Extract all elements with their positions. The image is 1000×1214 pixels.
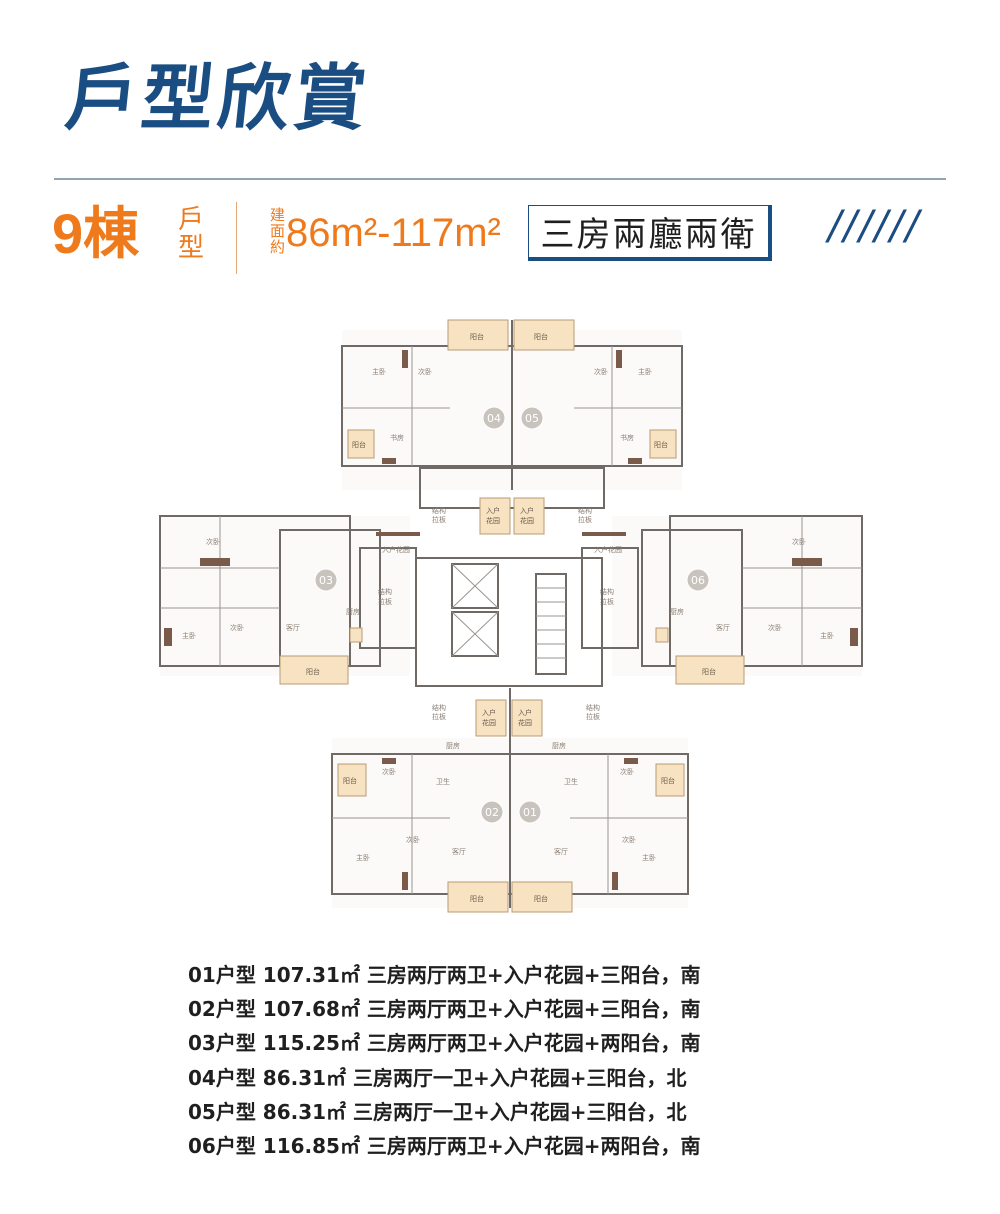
struct-label-b1a: 结构 bbox=[432, 703, 446, 712]
header-separator bbox=[236, 202, 237, 274]
struct-label-r1a: 结构 bbox=[600, 587, 614, 596]
hu-char: 戶 bbox=[178, 205, 205, 235]
unit-label-05: 05 bbox=[525, 412, 539, 425]
living-label-01: 客厅 bbox=[554, 847, 568, 856]
unit-badge-01 bbox=[518, 800, 542, 824]
kitchen-label-06: 厨房 bbox=[670, 607, 684, 616]
struct-label-t2b: 拉板 bbox=[578, 515, 592, 524]
struct-label-b1b: 拉板 bbox=[432, 712, 446, 721]
bath-label-02: 卫生 bbox=[436, 777, 450, 786]
unit-badge-02 bbox=[480, 800, 504, 824]
unit-line-05: 05户型 86.31㎡ 三房两厅一卫+入户花园+三阳台，北 bbox=[188, 1099, 687, 1124]
master-label-06: 主卧 bbox=[820, 631, 834, 640]
master-label-04: 主卧 bbox=[372, 367, 386, 376]
entry-garden-label-01b: 花园 bbox=[518, 718, 532, 727]
wing-top: 阳台 阳台 阳台 阳台 主卧 次卧 次卧 主卧 书房 书房 04 05 入户 花… bbox=[341, 319, 683, 535]
yue-char: 約 bbox=[270, 238, 286, 257]
unit-label-01: 01 bbox=[523, 806, 537, 819]
hu-xing-label: 戶 型 bbox=[178, 206, 204, 262]
living-label-03: 客厅 bbox=[286, 623, 300, 632]
second-label-04: 次卧 bbox=[418, 367, 432, 376]
entry-garden-label-01a: 入户 bbox=[518, 708, 532, 717]
master-label-03: 主卧 bbox=[182, 631, 196, 640]
balcony-label-03: 阳台 bbox=[306, 667, 320, 676]
struct-label-t1b: 拉板 bbox=[432, 515, 446, 524]
struct-label-t2a: 结构 bbox=[578, 506, 592, 515]
wing-right: 阳台 次卧 次卧 主卧 客厅 厨房 06 结构 拉板 入户花园 bbox=[581, 515, 863, 685]
unit-badge-05 bbox=[520, 406, 544, 430]
unit-description-list: 01户型 107.31㎡ 三房两厅两卫+入户花园+三阳台，南 02户型 107.… bbox=[188, 958, 700, 1163]
second-label-03b: 次卧 bbox=[230, 623, 244, 632]
balcony-label-02a: 阳台 bbox=[343, 776, 357, 785]
balcony-label-02b: 阳台 bbox=[470, 894, 484, 903]
unit-badge-06 bbox=[686, 568, 710, 592]
second-label-01: 次卧 bbox=[620, 767, 634, 776]
xing-char: 型 bbox=[178, 233, 205, 264]
second-label-06a: 次卧 bbox=[792, 537, 806, 546]
balcony-label-05b: 阳台 bbox=[654, 440, 668, 449]
second-label-03a: 次卧 bbox=[206, 537, 220, 546]
balcony-label-05: 阳台 bbox=[534, 332, 548, 341]
living-label-02: 客厅 bbox=[452, 847, 466, 856]
entry-garden-label-04b: 花园 bbox=[486, 516, 500, 525]
unit-line-04: 04户型 86.31㎡ 三房两厅一卫+入户花园+三阳台，北 bbox=[188, 1065, 687, 1090]
balcony-label-01b: 阳台 bbox=[534, 894, 548, 903]
unit-line-01: 01户型 107.31㎡ 三房两厅两卫+入户花园+三阳台，南 bbox=[188, 963, 701, 987]
entry-garden-label-06: 入户花园 bbox=[594, 545, 622, 554]
second-label-05: 次卧 bbox=[594, 367, 608, 376]
bath-label-01: 卫生 bbox=[564, 777, 578, 786]
unit-label-06: 06 bbox=[691, 574, 705, 587]
entry-garden-label-02a: 入户 bbox=[482, 708, 496, 717]
entry-garden-label-05b: 花园 bbox=[520, 516, 534, 525]
struct-label-l1b: 拉板 bbox=[378, 597, 392, 606]
area-range: 86m²-117m² bbox=[286, 211, 501, 255]
balcony-label-01a: 阳台 bbox=[661, 776, 675, 785]
mian-char: 面 bbox=[270, 222, 286, 241]
master-label-05: 主卧 bbox=[638, 367, 652, 376]
unit-label-04: 04 bbox=[487, 412, 501, 425]
entry-garden-label-03: 入户花园 bbox=[382, 545, 410, 554]
master-label-02: 主卧 bbox=[356, 853, 370, 862]
entry-garden-label-05a: 入户 bbox=[520, 506, 534, 515]
second-label-06b: 次卧 bbox=[768, 623, 782, 632]
kitchen-label-02: 厨房 bbox=[446, 741, 460, 750]
building-number: 9棟 bbox=[52, 202, 140, 265]
unit-line-03: 03户型 115.25㎡ 三房两厅两卫+入户花园+两阳台，南 bbox=[188, 1031, 701, 1056]
second-label-01b: 次卧 bbox=[622, 835, 636, 844]
second-label-02b: 次卧 bbox=[406, 835, 420, 844]
unit-badge-04 bbox=[482, 406, 506, 430]
title-divider bbox=[54, 178, 946, 180]
struct-label-r1b: 拉板 bbox=[600, 597, 614, 606]
floor-plan: .w { fill: none; stroke: #6f6a66; stroke… bbox=[159, 319, 863, 913]
unit-label-03: 03 bbox=[319, 574, 333, 587]
core bbox=[415, 557, 603, 687]
slash-decoration: ////// bbox=[828, 203, 921, 249]
balcony-label-04b: 阳台 bbox=[352, 440, 366, 449]
balcony-label-04: 阳台 bbox=[470, 332, 484, 341]
page-title: 戶型欣賞 bbox=[61, 56, 375, 140]
wing-bottom: 入户 花园 入户 花园 结构 拉板 结构 拉板 阳台 阳台 阳台 阳台 次卧 次… bbox=[331, 688, 689, 913]
entry-garden-label-04a: 入户 bbox=[486, 506, 500, 515]
unit-label-02: 02 bbox=[485, 806, 499, 819]
study-label-05: 书房 bbox=[620, 433, 634, 442]
struct-label-l1a: 结构 bbox=[378, 587, 392, 596]
second-label-02: 次卧 bbox=[382, 767, 396, 776]
study-label-04: 书房 bbox=[390, 433, 404, 442]
living-label-06: 客厅 bbox=[716, 623, 730, 632]
master-label-01: 主卧 bbox=[642, 853, 656, 862]
jian-char: 建 bbox=[270, 206, 286, 224]
struct-label-t1a: 结构 bbox=[432, 506, 446, 515]
unit-line-02: 02户型 107.68㎡ 三房两厅两卫+入户花园+三阳台，南 bbox=[188, 997, 701, 1022]
unit-badge-03 bbox=[314, 568, 338, 592]
layout-badge: 三房兩廳兩衛 bbox=[528, 205, 772, 261]
kitchen-label-03: 厨房 bbox=[346, 607, 360, 616]
struct-label-b2a: 结构 bbox=[586, 703, 600, 712]
unit-line-06: 06户型 116.85㎡ 三房两厅两卫+入户花园+两阳台，南 bbox=[188, 1134, 701, 1159]
entry-garden-label-02b: 花园 bbox=[482, 718, 496, 727]
jian-mian-yue-label: 建 面 約 bbox=[270, 207, 285, 256]
struct-label-b2b: 拉板 bbox=[586, 712, 600, 721]
balcony-label-06: 阳台 bbox=[702, 667, 716, 676]
kitchen-label-01: 厨房 bbox=[552, 741, 566, 750]
wing-left: 阳台 次卧 次卧 主卧 客厅 厨房 03 结构 拉板 入户花园 bbox=[159, 515, 420, 685]
